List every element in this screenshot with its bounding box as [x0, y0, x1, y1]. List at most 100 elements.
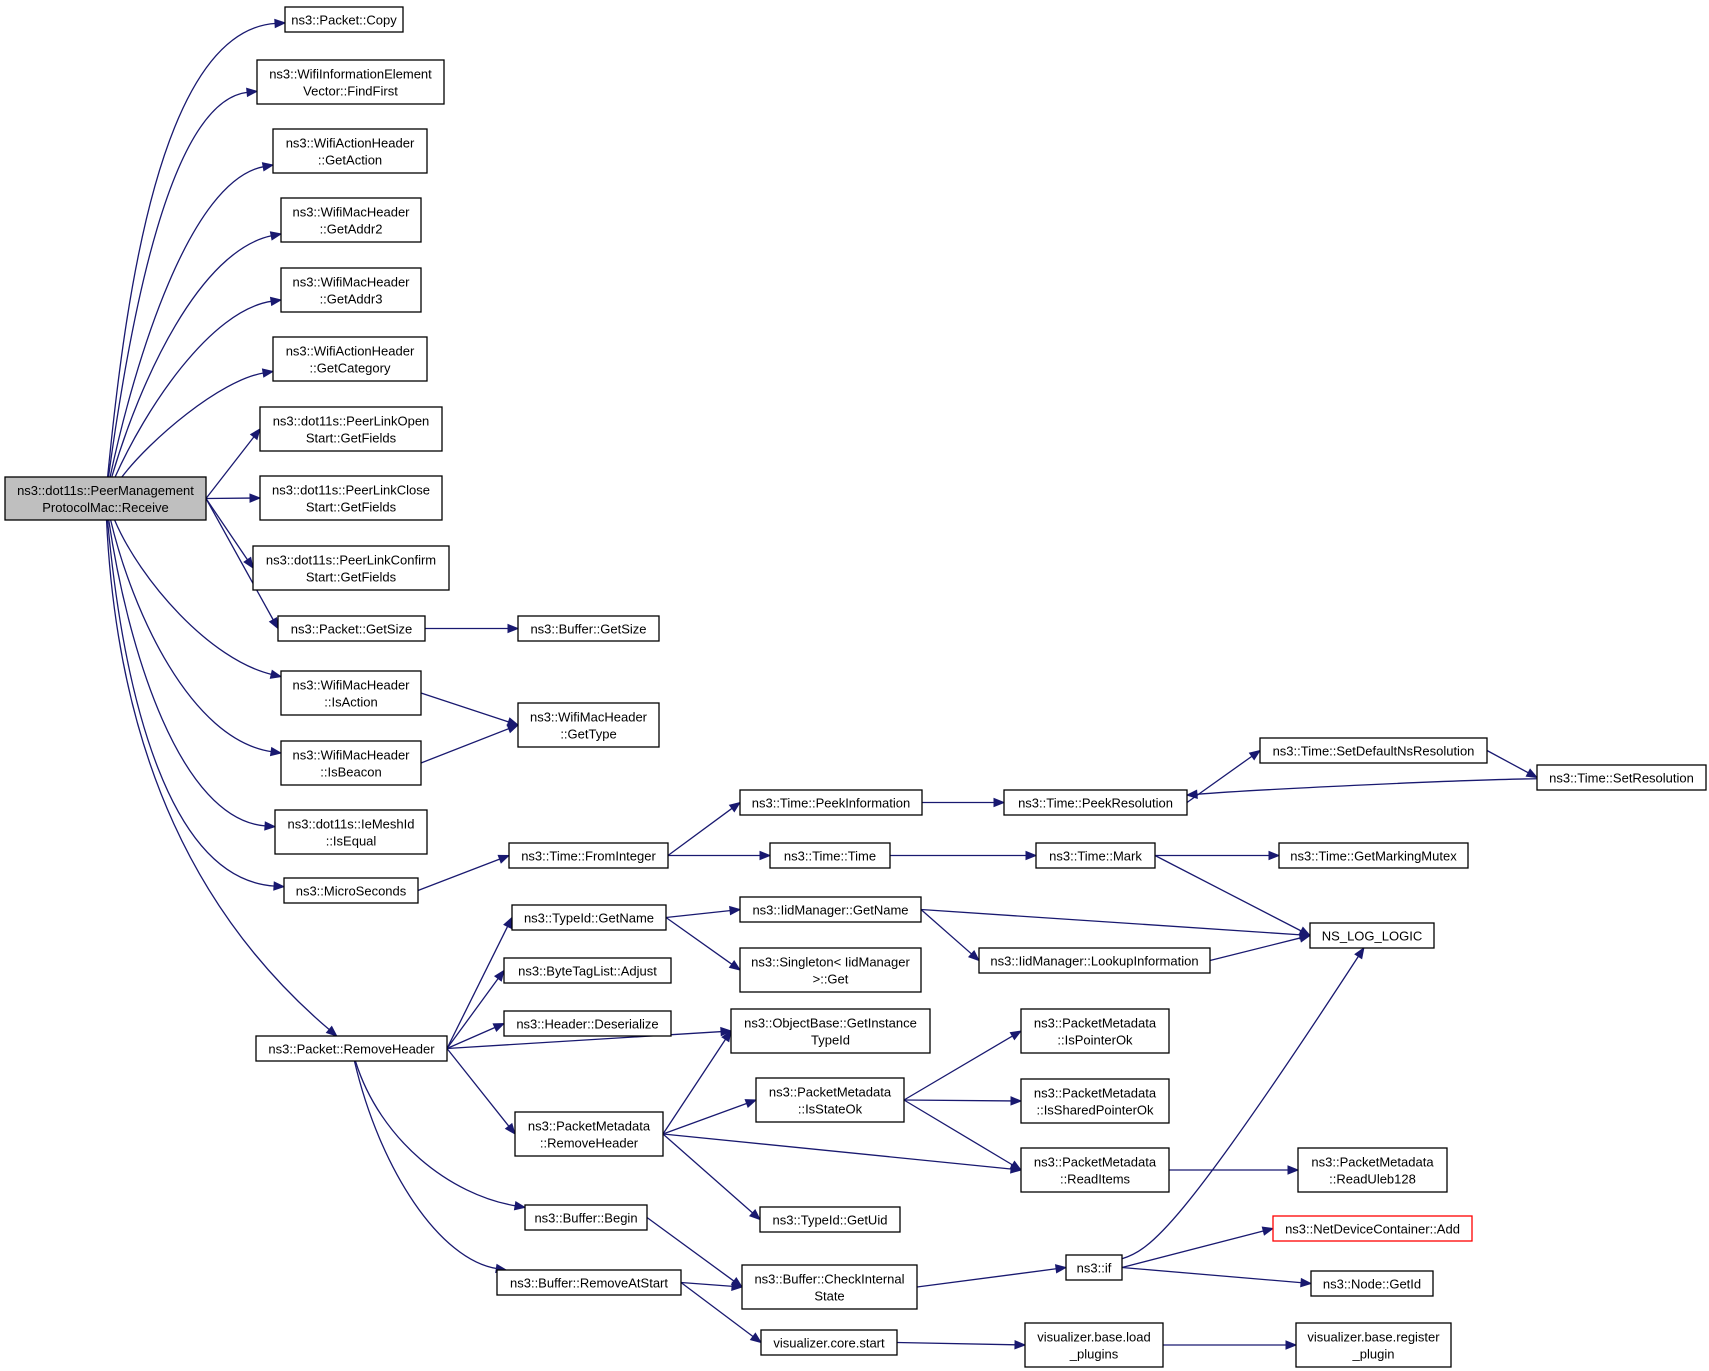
edge-iidgetname-to-nslog [920, 908, 1312, 940]
node-bufgetsize[interactable]: ns3::Buffer::GetSize [517, 615, 660, 642]
node-label: ns3::Packet::RemoveHeader [268, 1042, 435, 1057]
node-pmremoveheader[interactable]: ns3::PacketMetadata::RemoveHeader [514, 1111, 664, 1157]
node-removeatstart[interactable]: ns3::Buffer::RemoveAtStart [496, 1269, 682, 1296]
edge-arrowhead [243, 556, 254, 570]
node-label: State [814, 1289, 844, 1304]
edge-readitems-to-readuleb [1169, 1165, 1300, 1175]
node-label: ns3::PacketMetadata [528, 1119, 651, 1134]
node-lookupinfo[interactable]: ns3::IidManager::LookupInformation [978, 947, 1211, 974]
node-openfields[interactable]: ns3::dot11s::PeerLinkOpenStart::GetField… [259, 406, 443, 452]
node-ndcadd[interactable]: ns3::NetDeviceContainer::Add [1272, 1215, 1473, 1242]
edge-line [1195, 778, 1538, 796]
node-label: visualizer.base.register [1307, 1330, 1440, 1345]
node-frominteger[interactable]: ns3::Time::FromInteger [508, 842, 669, 869]
node-box [259, 406, 443, 452]
edge-line [114, 300, 273, 478]
node-getcategory[interactable]: ns3::WifiActionHeader::GetCategory [272, 336, 428, 382]
node-label: visualizer.base.load [1037, 1330, 1150, 1345]
node-iidgetname[interactable]: ns3::IidManager::GetName [739, 896, 922, 923]
node-readitems[interactable]: ns3::PacketMetadata::ReadItems [1020, 1147, 1170, 1193]
node-removeheader[interactable]: ns3::Packet::RemoveHeader [255, 1035, 448, 1062]
edge-pmremoveheader-to-readitems [662, 1133, 1023, 1174]
node-root[interactable]: ns3::dot11s::PeerManagementProtocolMac::… [4, 476, 207, 521]
edge-isbeacon-to-gettype [420, 724, 520, 764]
edge-arrowhead [264, 821, 277, 831]
node-label: ::GetType [560, 727, 616, 742]
node-isequal[interactable]: ns3::dot11s::IeMeshId::IsEqual [274, 809, 428, 855]
node-box [280, 197, 422, 243]
node-readuleb[interactable]: ns3::PacketMetadata::ReadUleb128 [1297, 1147, 1448, 1193]
edge-root-to-isbeacon [109, 519, 283, 757]
node-registerplugin[interactable]: visualizer.base.register_plugin [1295, 1322, 1452, 1368]
node-label: ns3::WifiInformationElement [269, 67, 432, 82]
edge-removeheader-to-getinstance [446, 1026, 733, 1050]
node-getaddr3[interactable]: ns3::WifiMacHeader::GetAddr3 [280, 267, 422, 313]
node-bufbegin[interactable]: ns3::Buffer::Begin [524, 1204, 648, 1231]
node-confirmfields[interactable]: ns3::dot11s::PeerLinkConfirmStart::GetFi… [252, 545, 450, 591]
node-loadplugins[interactable]: visualizer.base.load_plugins [1024, 1322, 1164, 1368]
node-label: ns3::Buffer::GetSize [530, 622, 646, 637]
node-peekinfo[interactable]: ns3::Time::PeekInformation [739, 789, 923, 816]
node-copy[interactable]: ns3::Packet::Copy [284, 6, 404, 33]
node-nslog[interactable]: NS_LOG_LOGIC [1309, 922, 1435, 949]
node-nodegetid[interactable]: ns3::Node::GetId [1310, 1270, 1434, 1297]
node-label: ns3::Time::GetMarkingMutex [1290, 849, 1457, 864]
edge-line [1121, 1230, 1265, 1269]
edge-arrowhead [1009, 1160, 1023, 1171]
node-setres[interactable]: ns3::Time::SetResolution [1536, 764, 1707, 791]
node-singleton[interactable]: ns3::Singleton< IidManager>::Get [739, 947, 922, 993]
edge-line [916, 1268, 1058, 1288]
node-microseconds[interactable]: ns3::MicroSeconds [283, 877, 419, 904]
edge-line [903, 1099, 1013, 1102]
edge-isstateok-to-issharedok [903, 1096, 1023, 1106]
node-getaction[interactable]: ns3::WifiActionHeader::GetAction [272, 128, 428, 174]
node-label: ns3::Time::FromInteger [521, 849, 656, 864]
node-issharedok[interactable]: ns3::PacketMetadata::IsSharedPointerOk [1020, 1078, 1170, 1124]
edge-arrowhead [1054, 1264, 1068, 1274]
edge-line [680, 1281, 755, 1338]
edge-arrowhead [268, 617, 279, 630]
edge-root-to-getaddr2 [111, 231, 283, 478]
node-mark[interactable]: ns3::Time::Mark [1035, 842, 1156, 869]
edge-line [1154, 854, 1303, 932]
node-isbeacon[interactable]: ns3::WifiMacHeader::IsBeacon [280, 740, 422, 786]
node-nsif[interactable]: ns3::if [1065, 1254, 1123, 1281]
node-gettype[interactable]: ns3::WifiMacHeader::GetType [517, 702, 660, 748]
node-markingmutex[interactable]: ns3::Time::GetMarkingMutex [1278, 842, 1469, 869]
node-findfirst[interactable]: ns3::WifiInformationElementVector::FindF… [256, 59, 445, 105]
node-adjust[interactable]: ns3::ByteTagList::Adjust [503, 957, 672, 984]
node-getaddr2[interactable]: ns3::WifiMacHeader::GetAddr2 [280, 197, 422, 243]
edge-isstateok-to-ispointerok [903, 1030, 1023, 1101]
edge-timetime-to-mark [890, 850, 1038, 861]
node-peekres[interactable]: ns3::Time::PeekResolution [1003, 789, 1188, 816]
node-box [511, 904, 667, 931]
node-box [255, 1035, 448, 1062]
node-getuid[interactable]: ns3::TypeId::GetUid [759, 1206, 901, 1233]
edge-removeheader-to-pmremoveheader [446, 1048, 516, 1136]
edge-arrowhead [748, 1209, 762, 1221]
node-deserialize[interactable]: ns3::Header::Deserialize [503, 1010, 672, 1037]
edge-arrowhead [504, 1122, 516, 1136]
node-ispointerok[interactable]: ns3::PacketMetadata::IsPointerOk [1020, 1008, 1170, 1054]
edge-root-to-getaddr3 [114, 296, 283, 478]
node-label: ::IsStateOk [798, 1102, 863, 1117]
node-box [514, 1111, 664, 1157]
node-label: ns3::dot11s::PeerLinkOpen [273, 414, 430, 429]
node-timetime[interactable]: ns3::Time::Time [769, 842, 891, 869]
node-isaction[interactable]: ns3::WifiMacHeader::IsAction [280, 670, 422, 716]
edge-loadplugins-to-registerplugin [1163, 1340, 1298, 1350]
node-typeidgetname[interactable]: ns3::TypeId::GetName [511, 904, 667, 931]
node-corestart[interactable]: visualizer.core.start [760, 1329, 898, 1356]
node-label: ns3::NetDeviceContainer::Add [1285, 1222, 1460, 1237]
node-pktgetsize[interactable]: ns3::Packet::GetSize [277, 615, 426, 642]
edge-line [662, 1133, 754, 1215]
node-isstateok[interactable]: ns3::PacketMetadata::IsStateOk [755, 1077, 905, 1123]
edge-line [920, 908, 1302, 936]
edge-line [107, 91, 249, 478]
edge-arrowhead [1014, 1340, 1027, 1350]
node-setdefault[interactable]: ns3::Time::SetDefaultNsResolution [1259, 737, 1488, 764]
node-closefields[interactable]: ns3::dot11s::PeerLinkCloseStart::GetFiel… [259, 475, 443, 521]
node-box [1003, 789, 1188, 816]
